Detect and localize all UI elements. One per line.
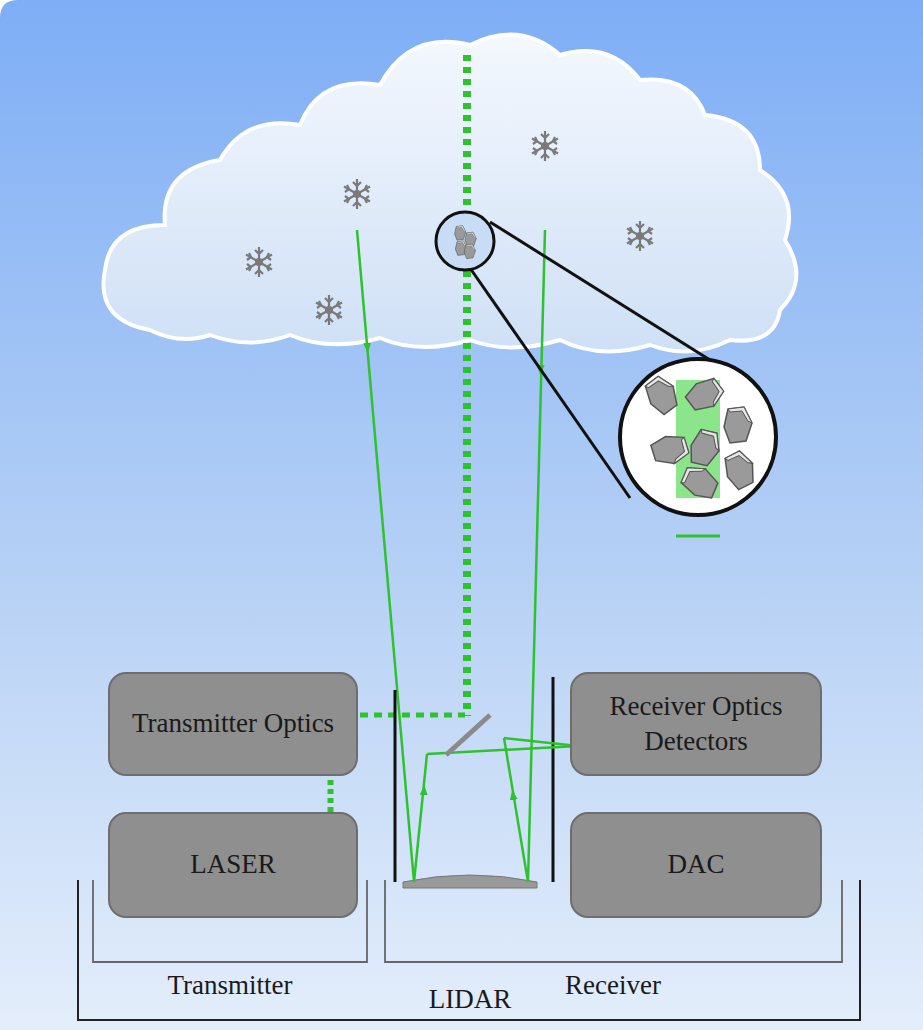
cloud: [103, 35, 796, 352]
component-box: DAC: [570, 812, 822, 918]
snowflakes: [246, 131, 653, 325]
box-label: DAC: [667, 847, 724, 882]
component-box: Transmitter Optics: [108, 672, 358, 776]
return-ray: [357, 230, 414, 882]
telescope: [395, 677, 578, 888]
component-box: LASER: [108, 812, 358, 918]
zoom-callout: [436, 212, 776, 536]
laser-beam: [463, 55, 471, 716]
box-label: Transmitter Optics: [132, 706, 334, 741]
group-label: Transmitter: [167, 970, 292, 1001]
group-label: LIDAR: [429, 984, 512, 1015]
box-label: LASER: [190, 847, 276, 882]
laser-beam: [360, 713, 465, 718]
laser-link: [328, 776, 334, 812]
return-ray: [528, 230, 545, 882]
component-box: Receiver Optics Detectors: [570, 672, 822, 776]
box-label: Receiver Optics Detectors: [582, 689, 810, 759]
group-label: Receiver: [565, 970, 661, 1001]
